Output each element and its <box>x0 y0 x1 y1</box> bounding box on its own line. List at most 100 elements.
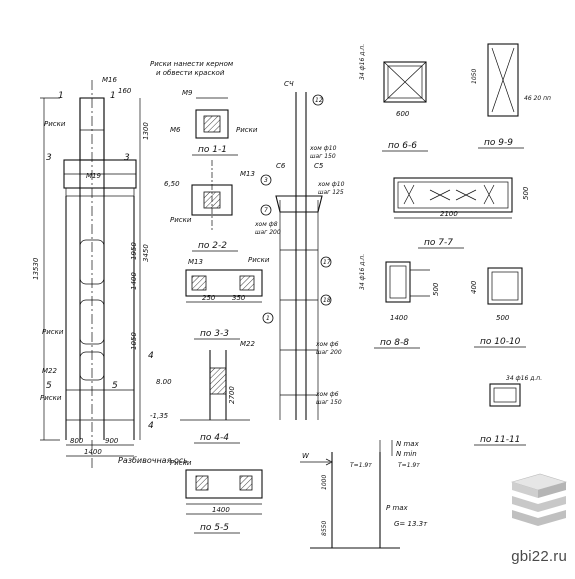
s1-riski: Риски <box>236 126 258 134</box>
site-logo <box>510 473 568 526</box>
s9-bars: 46 20 пп <box>524 95 551 102</box>
svg-text:1: 1 <box>266 315 270 322</box>
s4-m22: М22 <box>240 340 255 348</box>
hom-d10-3: хом ф10 <box>317 181 345 188</box>
svg-text:7: 7 <box>264 207 268 214</box>
load-scheme: W N max N min T=1.9т T=1.9т P max G= 13.… <box>300 440 428 549</box>
hom-d6-4: шаг 150 <box>316 399 342 406</box>
hom-d8-1: хом ф8 <box>254 221 278 228</box>
s2-m13: М13 <box>240 170 255 178</box>
riski-bottom-label: Риски <box>40 394 62 402</box>
s3-m13: М13 <box>188 258 203 266</box>
section-8-8: 34 ф16 д.п. 1400 500 по 8-8 <box>359 254 440 349</box>
cut-4-bottom: 4 <box>148 421 154 431</box>
hom-d10-2: шаг 150 <box>310 153 336 160</box>
section-3-title: по 3-3 <box>200 329 229 339</box>
t-left: T=1.9т <box>350 462 372 469</box>
wind-label: W <box>302 452 310 460</box>
riski-top-label: Риски <box>44 120 66 128</box>
s2-mark: 6,50 <box>164 180 180 188</box>
dim-3450: 3450 <box>142 244 150 262</box>
dim-bottom-1400: 1400 <box>84 448 102 456</box>
s9-dim-1050: 1050 <box>471 69 478 84</box>
cut-1-right: 1 <box>110 91 116 101</box>
dim-900: 900 <box>105 437 119 445</box>
section-6-title: по 6-6 <box>388 141 417 151</box>
section-2-title: по 2-2 <box>198 241 227 251</box>
h-8550: 8550 <box>321 521 328 536</box>
section-11-title: по 11-11 <box>480 435 520 445</box>
section-3-3: 250 350 М13 Риски по 3-3 <box>185 256 270 340</box>
m22-label: М22 <box>42 367 57 375</box>
section-7-7: 2100 500 по 7-7 <box>393 177 530 249</box>
dim-1950: 1950 <box>130 242 138 260</box>
s4-dim-2700: 2700 <box>228 386 236 404</box>
column-elevation: 13530 1300 3450 1400 1950 1050 800 900 1… <box>32 76 188 468</box>
nmax-label: N max <box>396 440 420 448</box>
hom-d6-3: хом ф6 <box>315 391 339 398</box>
section-1-1: Риски нанести керном и обвести краской М… <box>150 60 258 156</box>
s8-bars: 34 ф16 д.п. <box>359 254 366 290</box>
cut-3-left: 3 <box>46 153 52 163</box>
rebar-cage: СЧ С6 С5 хом ф10 шаг 150 хом ф10 шаг 125… <box>254 80 345 420</box>
dim-1050: 1050 <box>130 332 138 350</box>
cut-3-right: 3 <box>124 153 130 163</box>
hom-d8-2: шаг 200 <box>255 229 281 236</box>
cut-5-left: 5 <box>46 381 52 391</box>
hom-d10-4: шаг 125 <box>318 189 344 196</box>
section-2-2: 6,50 Риски М13 по 2-2 <box>164 160 255 252</box>
total-height-dim: 13530 <box>32 257 40 280</box>
s10-dim-400: 400 <box>470 280 478 294</box>
cc-label: СЧ <box>284 80 294 88</box>
m16-label: М16 <box>102 76 117 84</box>
s3-riski: Риски <box>248 256 270 264</box>
section-5-title: по 5-5 <box>200 523 229 533</box>
section-5-5: Риски 1400 по 5-5 <box>170 459 263 534</box>
section-10-title: по 10-10 <box>480 337 521 347</box>
mark-160: 160 <box>118 87 132 95</box>
c6-label: С6 <box>276 162 286 170</box>
s6-bars: 34 ф16 д.п. <box>359 44 366 80</box>
s3-dim-250: 250 <box>202 294 216 302</box>
dim-1300: 1300 <box>142 122 150 140</box>
risk-note-1: Риски нанести керном <box>150 60 234 68</box>
s7-dim-2100: 2100 <box>440 210 458 218</box>
pmax-label: P max <box>386 504 409 512</box>
section-10-10: 400 500 по 10-10 <box>470 267 526 348</box>
c5-label: С5 <box>314 162 324 170</box>
m19-label: М19 <box>86 172 101 180</box>
s7-dim-500: 500 <box>522 186 530 200</box>
s1-mark: М9 <box>182 89 193 97</box>
s8-dim-500: 500 <box>432 282 440 296</box>
s10-dim-500: 500 <box>496 314 510 322</box>
svg-text:18: 18 <box>323 297 331 304</box>
g-label: G= 13.3т <box>394 520 428 528</box>
svg-text:17: 17 <box>323 259 331 266</box>
section-11-11: 34 ф16 д.п. по 11-11 <box>474 375 542 446</box>
s3-dim-350: 350 <box>232 294 246 302</box>
dim-400: 800 <box>70 437 84 445</box>
h-1000: 1000 <box>321 475 328 490</box>
section-4-4: М22 2700 по 4-4 <box>180 340 255 444</box>
s5-riski: Риски <box>170 459 192 467</box>
s5-dim-1400: 1400 <box>212 506 230 514</box>
svg-text:12: 12 <box>315 97 323 104</box>
section-1-title: по 1-1 <box>198 145 227 155</box>
cut-4-top: 4 <box>148 351 154 361</box>
risk-note-2: и обвести краской <box>156 69 225 77</box>
svg-text:3: 3 <box>264 177 268 184</box>
dim-1400: 1400 <box>130 272 138 290</box>
section-6-6: 34 ф16 д.п. 600 по 6-6 <box>359 44 428 152</box>
section-7-title: по 7-7 <box>424 238 453 248</box>
cut-5-right: 5 <box>112 381 118 391</box>
s6-dim-600: 600 <box>396 110 410 118</box>
section-4-title: по 4-4 <box>200 433 229 443</box>
cut-1-left: 1 <box>58 91 64 101</box>
riski-mid-label: Риски <box>42 328 64 336</box>
razbiv-os-label: Разбивочная ось <box>118 456 188 465</box>
section-8-title: по 8-8 <box>380 338 409 348</box>
mark-neg135: -1,35 <box>150 412 169 420</box>
watermark-site: gbi22.ru <box>511 548 567 565</box>
nmin-label: N min <box>396 450 417 458</box>
